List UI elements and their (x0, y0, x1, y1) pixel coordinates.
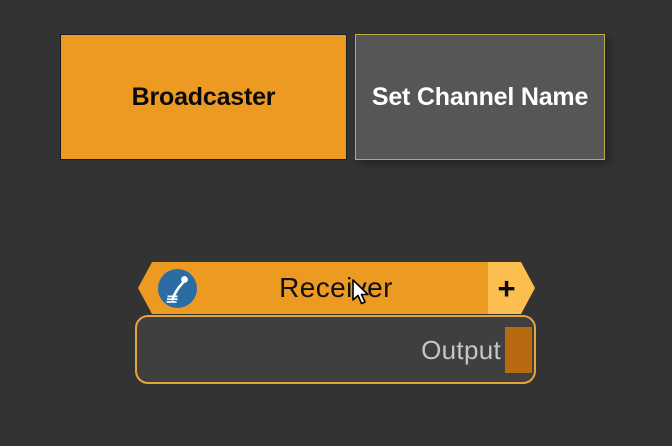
add-port-button[interactable]: + (488, 262, 535, 314)
broadcaster-button[interactable]: Broadcaster (60, 34, 347, 160)
output-port-row[interactable]: Output (421, 326, 534, 374)
receiver-node-body: Output (135, 315, 536, 384)
receiver-node-header[interactable]: Receiver + (138, 262, 535, 314)
output-port-connector[interactable] (505, 327, 532, 373)
set-channel-name-button[interactable]: Set Channel Name (355, 34, 605, 160)
receiver-node[interactable]: Receiver + Output (128, 258, 540, 390)
antenna-icon (158, 269, 197, 308)
output-port-label: Output (421, 334, 501, 365)
receiver-node-title: Receiver (279, 272, 393, 303)
